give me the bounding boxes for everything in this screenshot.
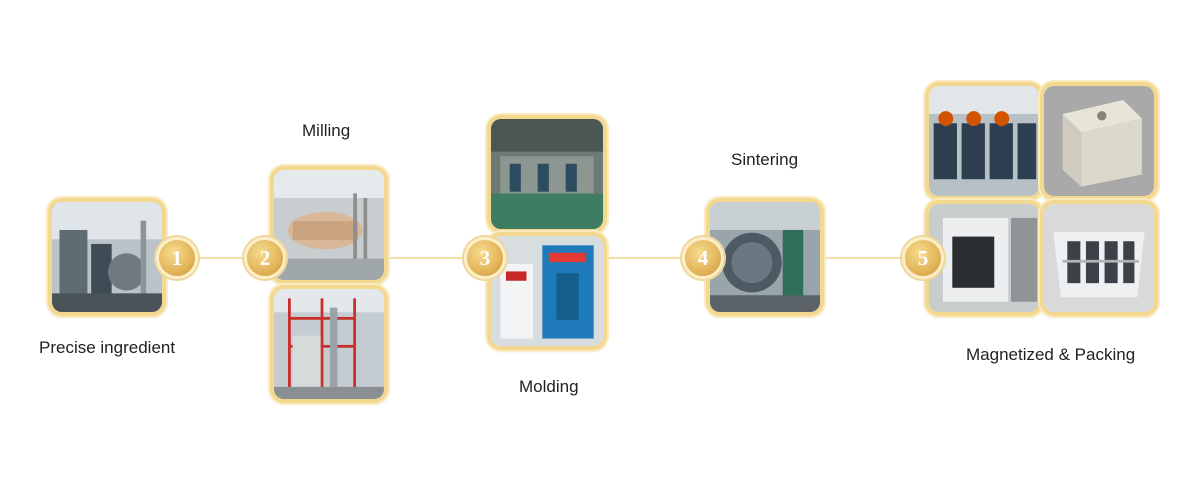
step-2-number: 2 bbox=[259, 245, 271, 270]
step-1-label: Precise ingredient bbox=[39, 338, 176, 357]
connector-2-3 bbox=[390, 257, 465, 259]
molding-workshop-photo bbox=[487, 115, 607, 233]
milling-machine-photo bbox=[270, 166, 388, 284]
step-4-badge: 4 bbox=[682, 237, 724, 279]
step-3-label: Molding bbox=[519, 377, 579, 396]
step-3-number: 3 bbox=[479, 245, 491, 270]
step-4-number: 4 bbox=[697, 245, 709, 270]
step-5-number: 5 bbox=[917, 245, 929, 270]
step-5-badge: 5 bbox=[902, 237, 944, 279]
step-3-badge: 3 bbox=[464, 237, 506, 279]
ingredient-equipment-photo bbox=[48, 198, 166, 316]
step-1-number: 1 bbox=[171, 245, 183, 270]
packed-magnets-photo bbox=[1040, 200, 1158, 316]
milling-tower-photo bbox=[270, 285, 388, 403]
step-5-label: Magnetized & Packing bbox=[966, 345, 1136, 364]
step-1-badge: 1 bbox=[156, 237, 198, 279]
connector-4-5 bbox=[825, 257, 905, 259]
magnetizing-line-photo bbox=[925, 82, 1043, 200]
magnetizer-box-photo bbox=[1040, 82, 1158, 200]
packing-machine-photo bbox=[925, 200, 1043, 316]
step-2-badge: 2 bbox=[244, 237, 286, 279]
connector-3-4 bbox=[607, 257, 687, 259]
molding-press-photo bbox=[487, 232, 607, 350]
connector-1-2 bbox=[195, 257, 245, 259]
step-2-label: Milling bbox=[302, 121, 351, 140]
step-4-label: Sintering bbox=[731, 150, 799, 169]
